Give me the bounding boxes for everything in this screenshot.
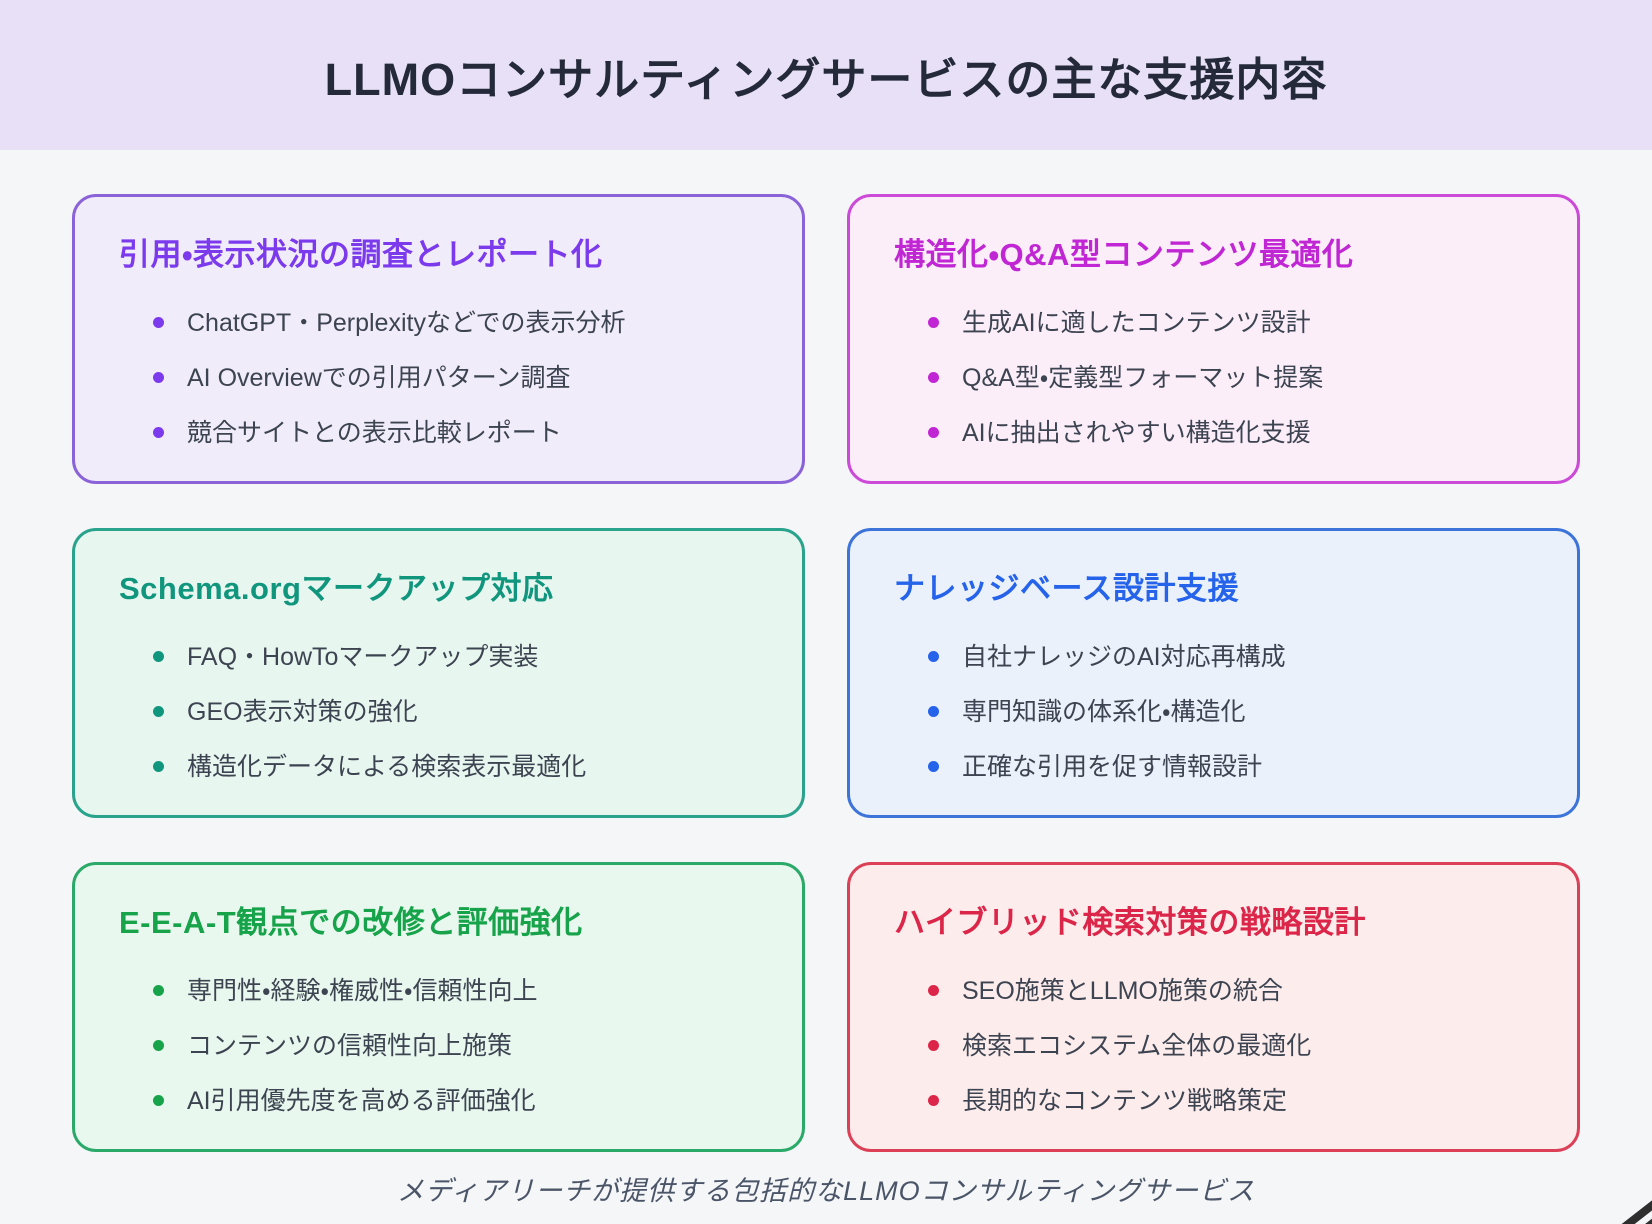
bullet-text: コンテンツの信頼性向上施策 — [187, 1032, 513, 1060]
bullet-text: 構造化データによる検索表示最適化 — [187, 753, 587, 781]
bullet-text: 専門性・経験・権威性・信頼性向上 — [187, 977, 538, 1005]
bullet-text: 検索エコシステム全体の最適化 — [962, 1032, 1312, 1060]
bullet-dot-icon — [153, 706, 164, 717]
header: LLMOコンサルティングサービスの主な支援内容 — [0, 0, 1652, 150]
pencil-icon — [1608, 1188, 1652, 1224]
bullet-dot-icon — [153, 761, 164, 772]
bullet-dot-icon — [928, 761, 939, 772]
card-title: ナレッジベース設計支援 — [894, 571, 1239, 606]
bullet-dot-icon — [928, 317, 939, 328]
card-structured-qa-content: 構造化・Q&A型コンテンツ最適化 生成AIに適したコンテンツ設計 Q&A型・定義… — [847, 194, 1580, 484]
card-schema-markup: Schema.orgマークアップ対応 FAQ・HowToマークアップ実装 GEO… — [72, 528, 805, 818]
card-title: E-E-A-T観点での改修と評価強化 — [119, 905, 583, 940]
bullet-dot-icon — [928, 985, 939, 996]
list-item: 生成AIに適したコンテンツ設計 — [928, 308, 1533, 338]
card-knowledge-base-design: ナレッジベース設計支援 自社ナレッジのAI対応再構成 専門知識の体系化・構造化 … — [847, 528, 1580, 818]
bullet-dot-icon — [928, 372, 939, 383]
list-item: Q&A型・定義型フォーマット提案 — [928, 363, 1533, 393]
card-hybrid-search-strategy: ハイブリッド検索対策の戦略設計 SEO施策とLLMO施策の統合 検索エコシステム… — [847, 862, 1580, 1152]
bullet-text: 専門知識の体系化・構造化 — [962, 698, 1246, 726]
list-item: AI引用優先度を高める評価強化 — [153, 1086, 758, 1116]
list-item: FAQ・HowToマークアップ実装 — [153, 642, 758, 672]
footer-caption: メディアリーチが提供する包括的なLLMOコンサルティングサービス — [396, 1176, 1255, 1206]
list-item: コンテンツの信頼性向上施策 — [153, 1031, 758, 1061]
bullet-text: 正確な引用を促す情報設計 — [962, 753, 1263, 781]
card-title: 構造化・Q&A型コンテンツ最適化 — [894, 237, 1354, 272]
bullet-text: AI引用優先度を高める評価強化 — [187, 1087, 536, 1115]
list-item: ChatGPT・Perplexityなどでの表示分析 — [153, 308, 758, 338]
bullet-text: AI Overviewでの引用パターン調査 — [187, 364, 571, 392]
bullet-list: 自社ナレッジのAI対応再構成 専門知識の体系化・構造化 正確な引用を促す情報設計 — [894, 642, 1533, 782]
bullet-dot-icon — [928, 651, 939, 662]
bullet-dot-icon — [928, 427, 939, 438]
card-title: 引用・表示状況の調査とレポート化 — [119, 237, 603, 272]
bullet-dot-icon — [153, 1040, 164, 1051]
bullet-dot-icon — [153, 317, 164, 328]
bullet-list: 専門性・経験・権威性・信頼性向上 コンテンツの信頼性向上施策 AI引用優先度を高… — [119, 976, 758, 1116]
bullet-dot-icon — [153, 651, 164, 662]
card-title: Schema.orgマークアップ対応 — [119, 571, 554, 606]
bullet-list: FAQ・HowToマークアップ実装 GEO表示対策の強化 構造化データによる検索… — [119, 642, 758, 782]
bullet-list: ChatGPT・Perplexityなどでの表示分析 AI Overviewでの… — [119, 308, 758, 448]
bullet-dot-icon — [153, 427, 164, 438]
bullet-text: AIに抽出されやすい構造化支援 — [962, 419, 1311, 447]
footer: メディアリーチが提供する包括的なLLMOコンサルティングサービス — [0, 1169, 1652, 1208]
list-item: 正確な引用を促す情報設計 — [928, 752, 1533, 782]
card-title: ハイブリッド検索対策の戦略設計 — [894, 905, 1366, 940]
bullet-text: ChatGPT・Perplexityなどでの表示分析 — [187, 309, 626, 337]
bullet-dot-icon — [928, 1095, 939, 1106]
bullet-dot-icon — [928, 706, 939, 717]
list-item: 長期的なコンテンツ戦略策定 — [928, 1086, 1533, 1116]
bullet-list: SEO施策とLLMO施策の統合 検索エコシステム全体の最適化 長期的なコンテンツ… — [894, 976, 1533, 1116]
bullet-text: Q&A型・定義型フォーマット提案 — [962, 364, 1324, 392]
bullet-text: SEO施策とLLMO施策の統合 — [962, 977, 1283, 1005]
bullet-text: 生成AIに適したコンテンツ設計 — [962, 309, 1311, 337]
bullet-dot-icon — [153, 1095, 164, 1106]
list-item: AI Overviewでの引用パターン調査 — [153, 363, 758, 393]
page-title: LLMOコンサルティングサービスの主な支援内容 — [324, 53, 1328, 105]
list-item: 専門知識の体系化・構造化 — [928, 697, 1533, 727]
list-item: 自社ナレッジのAI対応再構成 — [928, 642, 1533, 672]
bullet-text: 長期的なコンテンツ戦略策定 — [962, 1087, 1288, 1115]
list-item: 検索エコシステム全体の最適化 — [928, 1031, 1533, 1061]
list-item: 構造化データによる検索表示最適化 — [153, 752, 758, 782]
list-item: 競合サイトとの表示比較レポート — [153, 418, 758, 448]
bullet-dot-icon — [928, 1040, 939, 1051]
bullet-text: 自社ナレッジのAI対応再構成 — [962, 643, 1286, 671]
list-item: SEO施策とLLMO施策の統合 — [928, 976, 1533, 1006]
card-grid: 引用・表示状況の調査とレポート化 ChatGPT・Perplexityなどでの表… — [0, 150, 1652, 1152]
list-item: 専門性・経験・権威性・信頼性向上 — [153, 976, 758, 1006]
bullet-list: 生成AIに適したコンテンツ設計 Q&A型・定義型フォーマット提案 AIに抽出され… — [894, 308, 1533, 448]
bullet-text: FAQ・HowToマークアップ実装 — [187, 643, 539, 671]
bullet-text: GEO表示対策の強化 — [187, 698, 418, 726]
list-item: AIに抽出されやすい構造化支援 — [928, 418, 1533, 448]
bullet-dot-icon — [153, 372, 164, 383]
bullet-text: 競合サイトとの表示比較レポート — [187, 419, 562, 447]
list-item: GEO表示対策の強化 — [153, 697, 758, 727]
card-eeat-improvement: E-E-A-T観点での改修と評価強化 専門性・経験・権威性・信頼性向上 コンテン… — [72, 862, 805, 1152]
card-citation-visibility-research: 引用・表示状況の調査とレポート化 ChatGPT・Perplexityなどでの表… — [72, 194, 805, 484]
bullet-dot-icon — [153, 985, 164, 996]
